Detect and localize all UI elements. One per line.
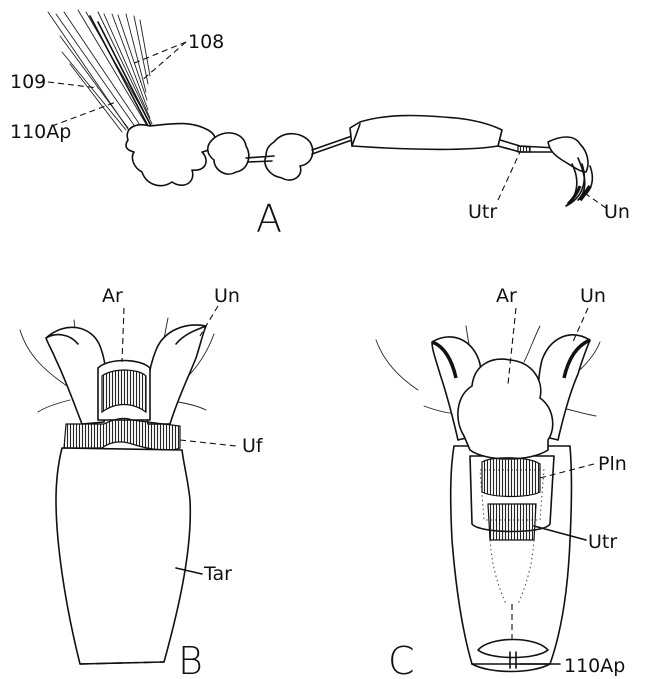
panel-letter-b: B: [178, 639, 203, 679]
label-109: 109: [10, 71, 46, 93]
tarsus-b: [56, 448, 190, 664]
label-108: 108: [188, 31, 224, 53]
panel-a: 108 109 110Ap Utr Un A: [10, 10, 630, 241]
label-pln-c: Pln: [598, 453, 627, 475]
trochanter: [208, 133, 249, 174]
claw-right-b: [146, 325, 206, 424]
label-un-c: Un: [580, 285, 606, 307]
panel-b: Ar Un Uf Tar B: [20, 285, 264, 679]
label-ar-c: Ar: [496, 285, 517, 307]
label-utr-c: Utr: [588, 531, 617, 553]
label-un-a: Un: [604, 201, 630, 223]
label-tar-b: Tar: [203, 563, 232, 585]
label-ar-b: Ar: [102, 285, 123, 307]
label-un-b: Un: [214, 285, 240, 307]
coxa: [126, 124, 215, 186]
label-uf-b: Uf: [242, 435, 264, 457]
panel-c: Ar Un Pln Utr 110Ap C: [376, 285, 627, 679]
label-110ap-c: 110Ap: [564, 655, 625, 677]
panel-letter-a: A: [256, 197, 282, 241]
label-utr-a: Utr: [468, 201, 497, 223]
planta-c: [482, 458, 540, 497]
panel-letter-c: C: [388, 639, 415, 679]
tendon-bundle: [48, 10, 152, 132]
label-110ap-a: 110Ap: [10, 121, 71, 143]
tibia: [350, 116, 502, 150]
unguitractor-c: [488, 504, 536, 540]
